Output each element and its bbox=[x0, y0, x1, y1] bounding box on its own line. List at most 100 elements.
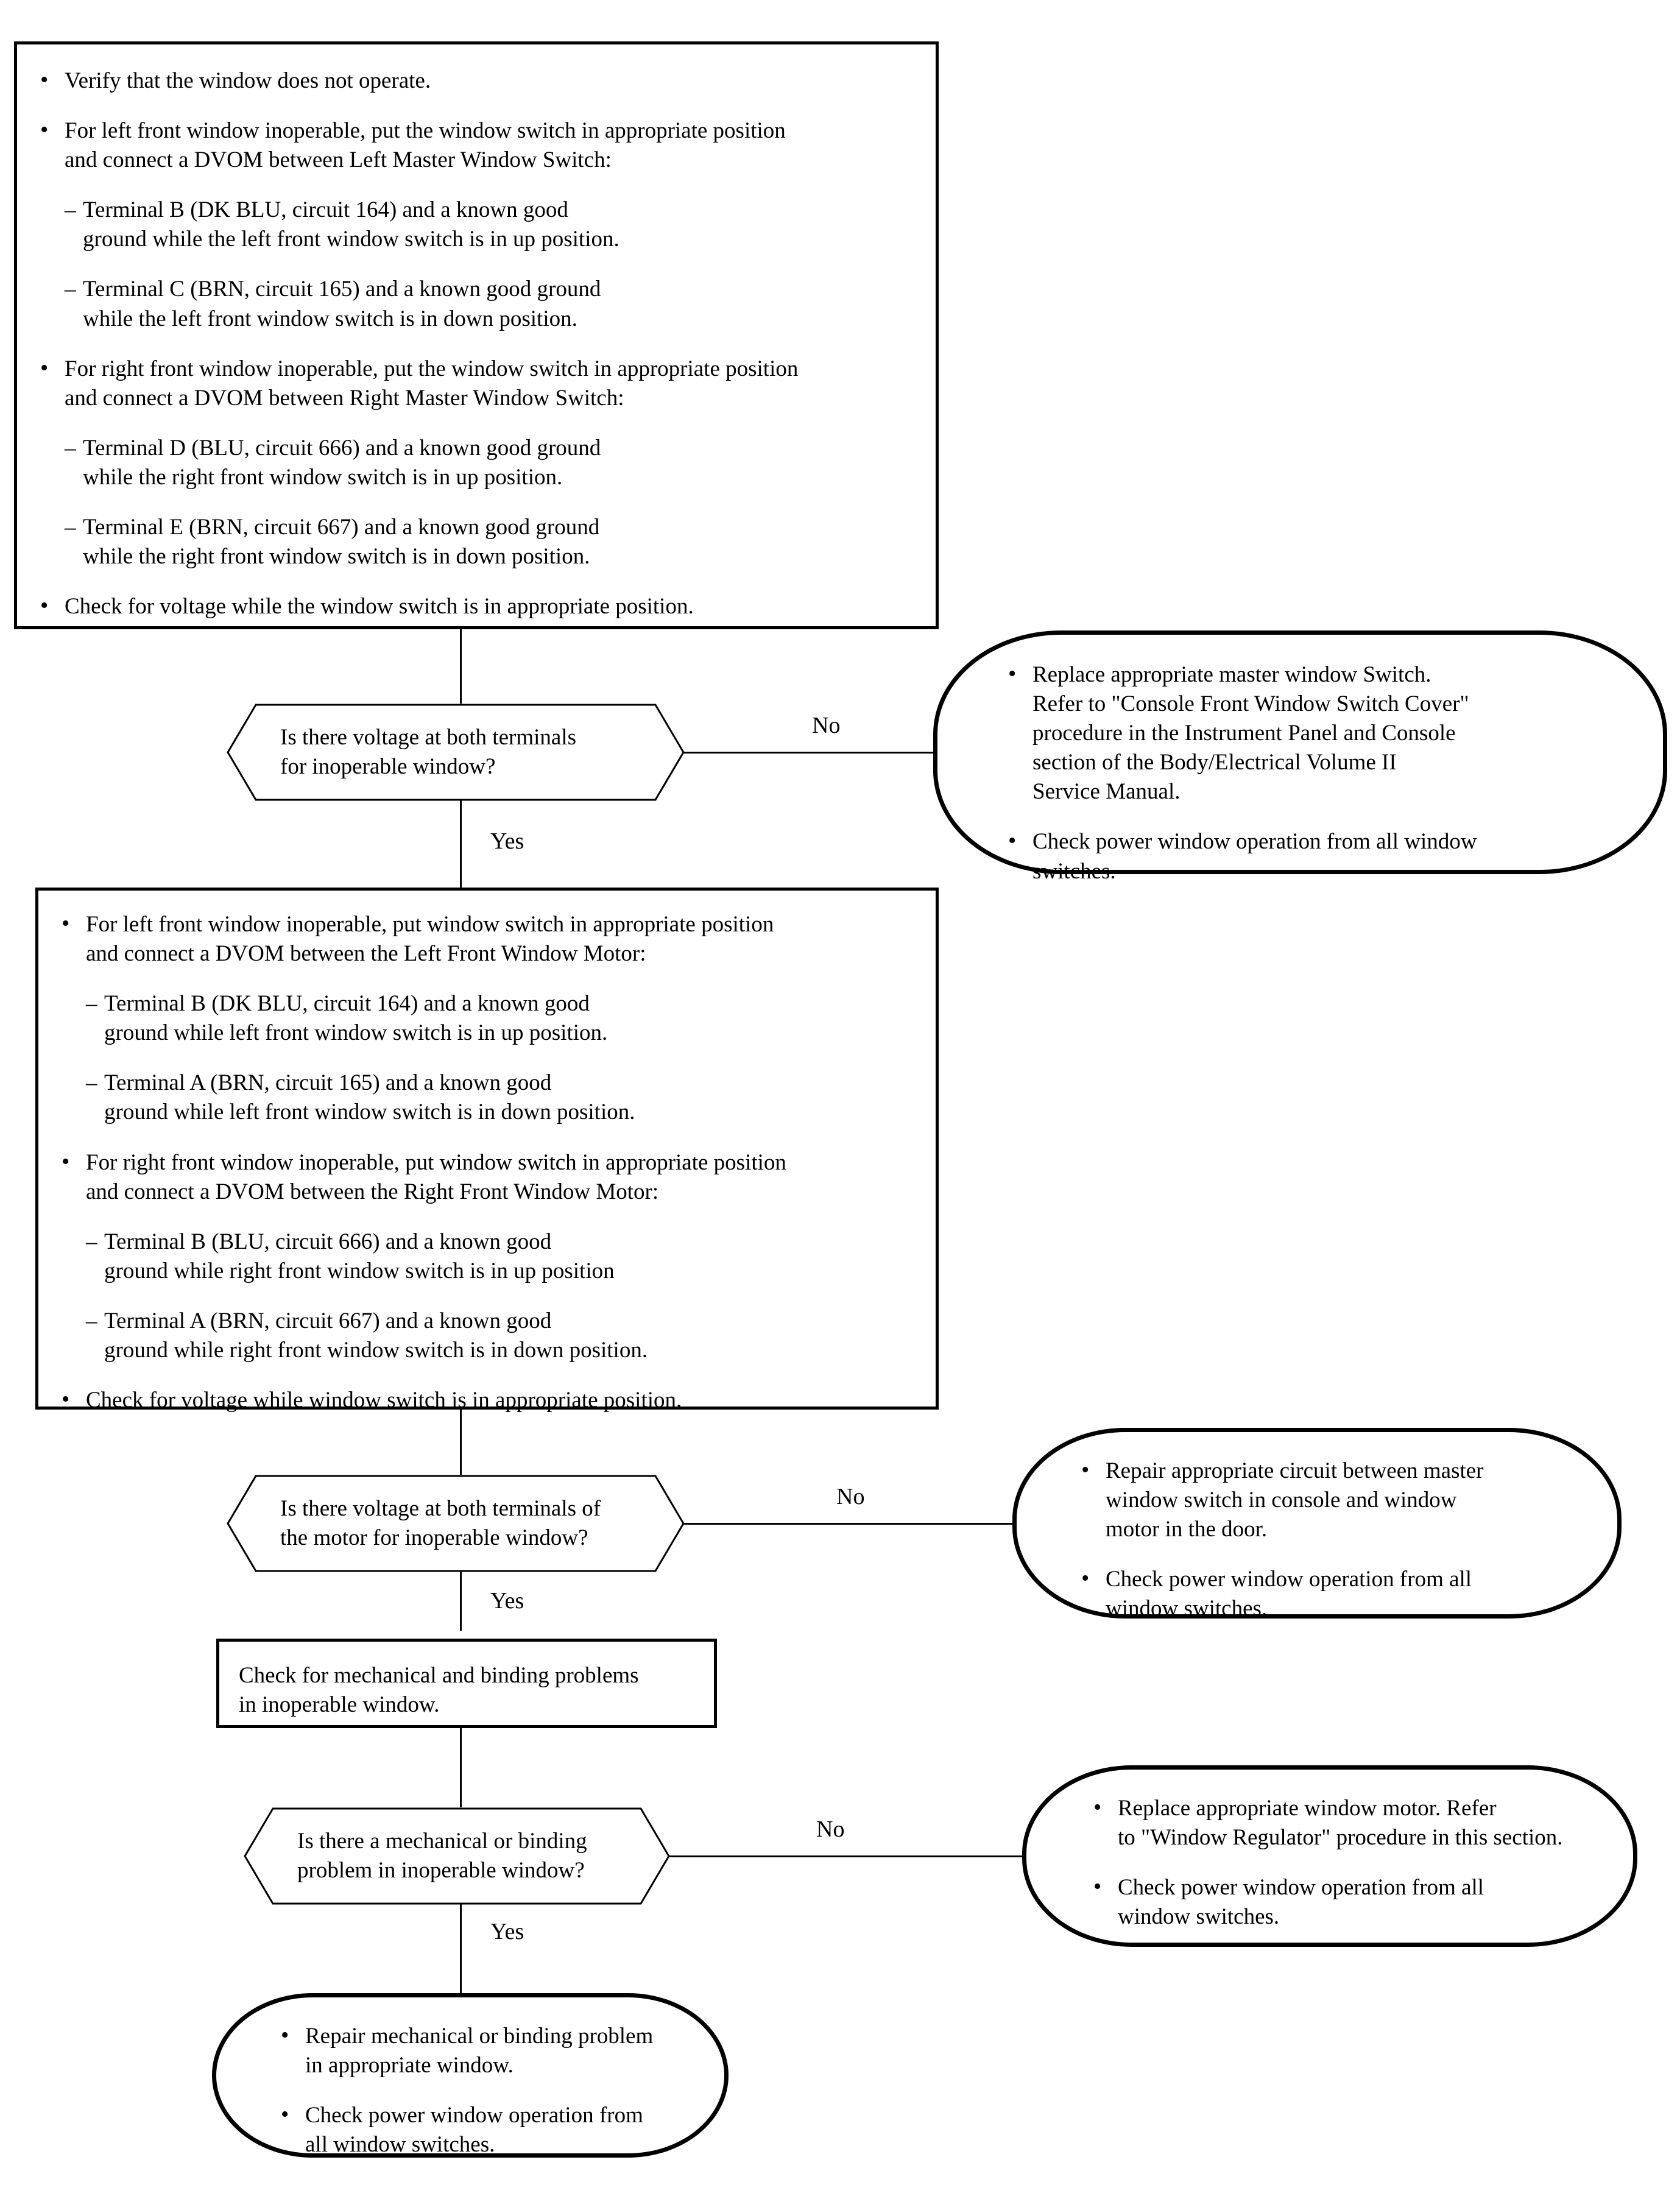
result4-bullet-list: Repair mechanical or binding problem in … bbox=[277, 2021, 700, 2159]
bullet-line: in appropriate window. bbox=[305, 2053, 514, 2078]
list-item: For left front window inoperable, put wi… bbox=[58, 909, 911, 1128]
sub-line: ground while left front window switch is… bbox=[104, 1100, 635, 1125]
list-item: Terminal A (BRN, circuit 667) and a know… bbox=[86, 1307, 911, 1365]
sub-line: ground while right front window switch i… bbox=[104, 1258, 615, 1283]
sub-line: while the right front window switch is i… bbox=[83, 464, 563, 490]
decision-line: for inoperable window? bbox=[280, 754, 496, 779]
edge-label-yes-1: Yes bbox=[490, 828, 524, 854]
decision1-label: Is there voltage at both terminals for i… bbox=[227, 704, 685, 801]
bullet-line: to "Window Regulator" procedure in this … bbox=[1118, 1825, 1563, 1851]
bullet-line: all window switches. bbox=[305, 2132, 495, 2158]
decision2-hexagon: Is there voltage at both terminals of th… bbox=[227, 1475, 685, 1572]
connector-decision3-yes bbox=[460, 1904, 462, 1993]
bullet-line: and connect a DVOM between the Left Fron… bbox=[86, 941, 646, 967]
hexagon-outline bbox=[227, 1475, 685, 1572]
list-item: Terminal A (BRN, circuit 165) and a know… bbox=[86, 1068, 911, 1127]
bullet-line: section of the Body/Electrical Volume II bbox=[1032, 750, 1397, 775]
bullet-line: procedure in the Instrument Panel and Co… bbox=[1032, 721, 1456, 746]
list-item: Check power window operation from all wi… bbox=[1078, 1564, 1587, 1623]
spacer bbox=[37, 334, 911, 355]
hexagon-outline bbox=[244, 1807, 670, 1905]
list-item: Terminal B (BLU, circuit 666) and a know… bbox=[86, 1227, 911, 1286]
sub-line: while the left front window switch is in… bbox=[83, 306, 577, 331]
bullet-line: Replace appropriate master window Switch… bbox=[1032, 662, 1431, 687]
decision-line: Is there a mechanical or binding bbox=[297, 1828, 587, 1854]
list-item: Check power window operation from all wi… bbox=[277, 2100, 700, 2159]
bullet-line: Check power window operation from all wi… bbox=[1032, 829, 1477, 855]
bullet-text: Verify that the window does not operate. bbox=[65, 68, 431, 93]
edge-label-yes-3: Yes bbox=[490, 1919, 524, 1944]
sub-line: Terminal D (BLU, circuit 666) and a know… bbox=[83, 435, 601, 461]
connector-decision1-no bbox=[683, 752, 939, 754]
spacer bbox=[65, 492, 911, 513]
result1-box: Replace appropriate master window Switch… bbox=[933, 630, 1667, 884]
bullet-line: Check power window operation from all bbox=[1106, 1567, 1472, 1592]
step1-box: Verify that the window does not operate.… bbox=[14, 41, 939, 629]
step1-sublist-right: Terminal D (BLU, circuit 666) and a know… bbox=[65, 434, 911, 571]
list-item: For left front window inoperable, put th… bbox=[37, 115, 911, 334]
spacer bbox=[1090, 1852, 1606, 1873]
sub-line: Terminal E (BRN, circuit 667) and a know… bbox=[83, 515, 600, 540]
list-item: Check for voltage while window switch is… bbox=[58, 1385, 911, 1415]
bullet-line: Replace appropriate window motor. Refer bbox=[1118, 1796, 1497, 1821]
sub-line: Terminal A (BRN, circuit 165) and a know… bbox=[104, 1070, 552, 1096]
bullet-line: For right front window inoperable, put w… bbox=[86, 1149, 786, 1175]
spacer bbox=[277, 2080, 700, 2101]
spacer bbox=[86, 1207, 911, 1227]
step2-sublist-left: Terminal B (DK BLU, circuit 164) and a k… bbox=[86, 989, 911, 1127]
decision3-hexagon: Is there a mechanical or binding problem… bbox=[244, 1807, 670, 1905]
list-item: Terminal E (BRN, circuit 667) and a know… bbox=[65, 513, 911, 571]
spacer bbox=[86, 1286, 911, 1307]
decision2-label: Is there voltage at both terminals of th… bbox=[227, 1475, 685, 1572]
spacer bbox=[37, 571, 911, 592]
sub-line: Terminal B (BLU, circuit 666) and a know… bbox=[104, 1229, 552, 1254]
list-item: For right front window inoperable, put t… bbox=[37, 353, 911, 572]
step3-box: Check for mechanical and binding problem… bbox=[216, 1639, 717, 1728]
bullet-line: Repair mechanical or binding problem bbox=[305, 2024, 654, 2049]
decision3-label: Is there a mechanical or binding problem… bbox=[244, 1807, 670, 1905]
bullet-line: Service Manual. bbox=[1032, 779, 1181, 805]
list-item: Replace appropriate window motor. Refer … bbox=[1090, 1793, 1606, 1852]
bullet-line: window switches. bbox=[1118, 1904, 1280, 1930]
bullet-line: motor in the door. bbox=[1106, 1517, 1268, 1542]
spacer bbox=[58, 1128, 911, 1148]
bullet-line: Refer to "Console Front Window Switch Co… bbox=[1032, 691, 1469, 717]
spacer bbox=[86, 969, 911, 989]
bullet-line: Check power window operation from all bbox=[1118, 1875, 1484, 1901]
decision-line: problem in inoperable window? bbox=[297, 1858, 585, 1883]
result3-box: Replace appropriate window motor. Refer … bbox=[1022, 1765, 1637, 1947]
list-item: Terminal D (BLU, circuit 666) and a know… bbox=[65, 434, 911, 492]
edge-label-no-1: No bbox=[812, 713, 841, 738]
sub-line: while the right front window switch is i… bbox=[83, 544, 590, 570]
decision-line: Is there voltage at both terminals bbox=[280, 724, 576, 750]
edge-label-no-2: No bbox=[836, 1484, 865, 1509]
list-item: Repair mechanical or binding problem in … bbox=[277, 2021, 700, 2080]
connector-step3-to-decision3 bbox=[460, 1728, 462, 1807]
connector-step1-to-decision1 bbox=[460, 629, 462, 704]
result3-bullet-list: Replace appropriate window motor. Refer … bbox=[1090, 1793, 1606, 1932]
bullet-line: Repair appropriate circuit between maste… bbox=[1106, 1458, 1484, 1483]
sub-line: Terminal B (DK BLU, circuit 164) and a k… bbox=[83, 197, 568, 223]
connector-decision2-yes bbox=[460, 1571, 462, 1631]
decision-line: Is there voltage at both terminals of bbox=[280, 1495, 601, 1521]
bullet-line: window switches. bbox=[1106, 1596, 1268, 1622]
connector-decision1-yes bbox=[460, 800, 462, 888]
bullet-line: and connect a DVOM between Right Master … bbox=[65, 385, 624, 411]
list-item: Replace appropriate master window Switch… bbox=[1004, 659, 1626, 807]
decision1-hexagon: Is there voltage at both terminals for i… bbox=[227, 704, 685, 801]
list-item: Terminal B (DK BLU, circuit 164) and a k… bbox=[86, 989, 911, 1048]
sub-line: ground while right front window switch i… bbox=[104, 1338, 648, 1363]
result2-bullet-list: Repair appropriate circuit between maste… bbox=[1078, 1455, 1587, 1623]
connector-decision2-no bbox=[683, 1523, 1012, 1525]
bullet-line: and connect a DVOM between Left Master W… bbox=[65, 147, 612, 173]
spacer bbox=[1078, 1544, 1587, 1565]
spacer bbox=[58, 1365, 911, 1386]
step3-line: Check for mechanical and binding problem… bbox=[239, 1663, 639, 1688]
spacer bbox=[37, 96, 911, 116]
bullet-line: For left front window inoperable, put wi… bbox=[86, 912, 774, 937]
bullet-line: window switch in console and window bbox=[1106, 1488, 1457, 1513]
step3-line: in inoperable window. bbox=[239, 1692, 440, 1718]
edge-label-yes-2: Yes bbox=[490, 1588, 524, 1614]
list-item: Repair appropriate circuit between maste… bbox=[1078, 1455, 1587, 1544]
